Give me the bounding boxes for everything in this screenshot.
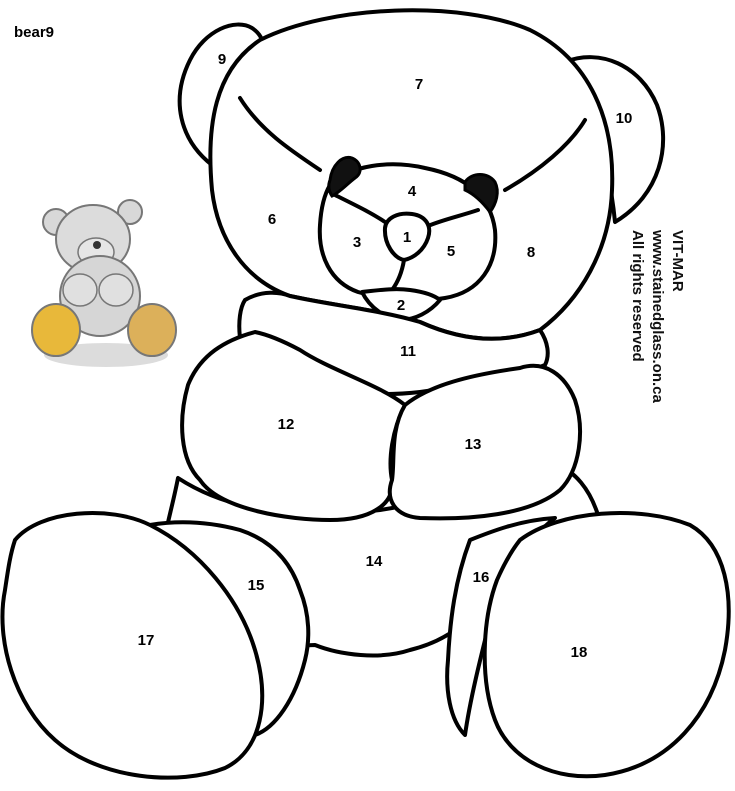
piece-1-nose bbox=[382, 211, 432, 262]
label-14: 14 bbox=[366, 553, 383, 570]
label-18: 18 bbox=[571, 644, 588, 661]
label-12: 12 bbox=[278, 416, 295, 433]
left-eye-patch bbox=[327, 155, 362, 198]
label-9: 9 bbox=[218, 51, 226, 68]
piece-12-left-arm bbox=[180, 330, 407, 522]
label-17: 17 bbox=[138, 632, 155, 649]
label-2: 2 bbox=[397, 297, 405, 314]
label-5: 5 bbox=[447, 243, 455, 260]
label-3: 3 bbox=[353, 234, 361, 251]
piece-17-left-foot bbox=[0, 511, 265, 780]
label-13: 13 bbox=[465, 436, 482, 453]
label-4: 4 bbox=[408, 183, 417, 200]
piece-18-right-foot bbox=[482, 511, 731, 779]
label-11: 11 bbox=[400, 343, 416, 360]
label-1: 1 bbox=[403, 229, 411, 246]
label-7: 7 bbox=[415, 76, 423, 93]
thumbnail-bear bbox=[31, 199, 177, 367]
label-16: 16 bbox=[473, 569, 490, 586]
pattern-title: bear9 bbox=[14, 24, 55, 41]
credit-rights: All rights reserved bbox=[629, 230, 646, 362]
label-6: 6 bbox=[268, 211, 276, 228]
piece-16-right-leg bbox=[445, 516, 557, 737]
credit-website: www.stainedglass.on.ca bbox=[649, 230, 666, 403]
copyright-block: VIT-MAR www.stainedglass.on.ca All right… bbox=[627, 230, 687, 420]
credit-brand: VIT-MAR bbox=[669, 230, 686, 292]
right-eye-patch bbox=[463, 173, 499, 215]
label-15: 15 bbox=[248, 577, 265, 594]
label-8: 8 bbox=[527, 244, 535, 261]
label-10: 10 bbox=[616, 110, 633, 127]
piece-13-right-arm bbox=[387, 363, 582, 521]
